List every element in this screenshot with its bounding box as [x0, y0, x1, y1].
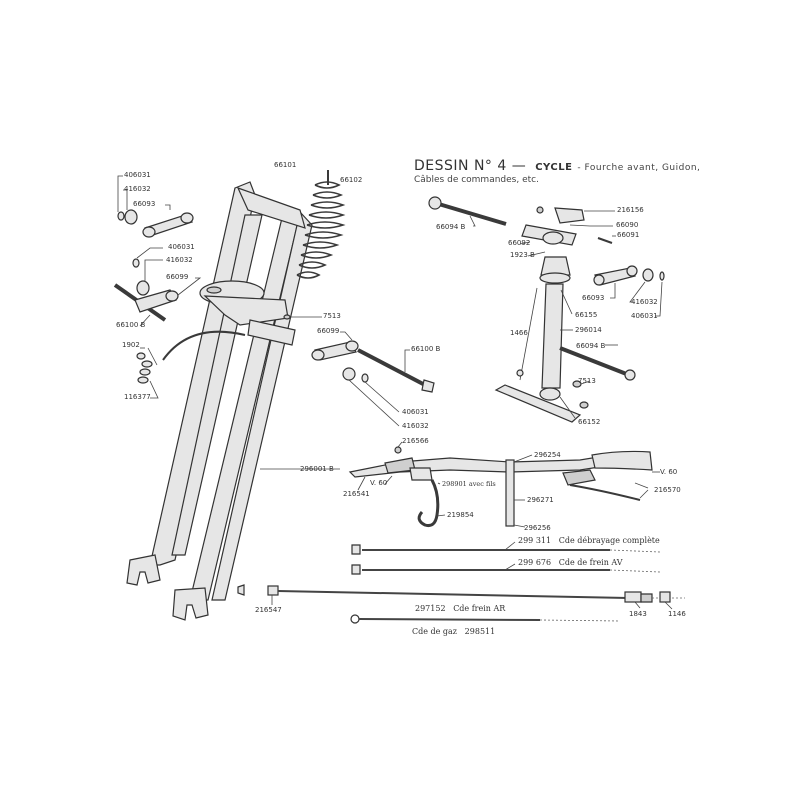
part-label: 1466	[510, 329, 528, 337]
section-description: - Fourche avant, Guidon,	[577, 163, 701, 173]
part-label: 406031	[402, 408, 429, 416]
part-label: 298901 avec fils	[442, 480, 496, 488]
part-label: 66093	[582, 294, 605, 302]
part-label: 66099	[166, 273, 189, 281]
part-label: 416032	[402, 422, 429, 430]
cable-label-throttle: Cde de gaz 298511	[412, 627, 496, 636]
part-label: 296271	[527, 496, 554, 504]
part-label: 216570	[654, 486, 681, 494]
fork-right-parts	[260, 314, 435, 470]
part-label: 66100 B	[411, 345, 441, 353]
part-label: 66091	[617, 231, 640, 239]
part-label: 66092	[508, 239, 531, 247]
part-label: 66101	[274, 161, 297, 169]
part-label: 7513	[323, 312, 341, 320]
part-label: 66094 B	[576, 342, 606, 350]
cable-label-clutch: 299 311 Cde débrayage complète	[518, 536, 660, 545]
part-label: 296014	[575, 326, 602, 334]
part-label: 406031	[124, 171, 151, 179]
part-label: 216566	[402, 437, 429, 445]
section-label: CYCLE	[535, 162, 573, 173]
part-label: 66090	[616, 221, 639, 229]
cable-label-front-brake: 299 676 Cde de frein AV	[518, 558, 623, 567]
suspension-spring	[296, 170, 346, 279]
part-label: 1902	[122, 341, 140, 349]
left-small-parts	[113, 175, 202, 399]
part-label: 296001 B	[300, 465, 334, 473]
cable-label-rear-brake: 297152 Cde frein AR	[415, 604, 506, 613]
part-label: 1146	[668, 610, 686, 618]
part-label: 1923 B	[510, 251, 535, 259]
handlebar-assembly	[348, 441, 660, 528]
part-label: 66093	[133, 200, 156, 208]
part-label: 66094 B	[436, 223, 466, 231]
part-label: 66102	[340, 176, 363, 184]
part-label: 66099	[317, 327, 340, 335]
part-label: 416032	[166, 256, 193, 264]
part-label: 7513	[578, 377, 596, 385]
part-label: 416032	[124, 185, 151, 193]
part-label: 406031	[168, 243, 195, 251]
part-label: V. 60	[370, 479, 388, 487]
part-label: 406031	[631, 312, 658, 320]
part-label: 216156	[617, 206, 644, 214]
part-label: 219854	[447, 511, 474, 519]
part-label: 66155	[575, 311, 598, 319]
part-label: 296254	[534, 451, 561, 459]
part-label: 416032	[631, 298, 658, 306]
part-label: 216541	[343, 490, 370, 498]
diagram-title: DESSIN N° 4 — CYCLE - Fourche avant, Gui…	[414, 158, 701, 174]
part-label: V. 60	[660, 468, 678, 476]
steering-assembly	[428, 196, 665, 423]
part-label: 66152	[578, 418, 601, 426]
front-fork	[126, 181, 313, 621]
part-label: 216547	[255, 606, 282, 614]
diagram-subtitle: Câbles de commandes, etc.	[414, 175, 539, 185]
control-cables	[237, 541, 685, 624]
drawing-number: DESSIN N° 4	[414, 158, 507, 174]
part-label: 1843	[629, 610, 647, 618]
part-label: 66100 B	[116, 321, 146, 329]
part-label: 296256	[524, 524, 551, 532]
part-label: 116377	[124, 393, 151, 401]
